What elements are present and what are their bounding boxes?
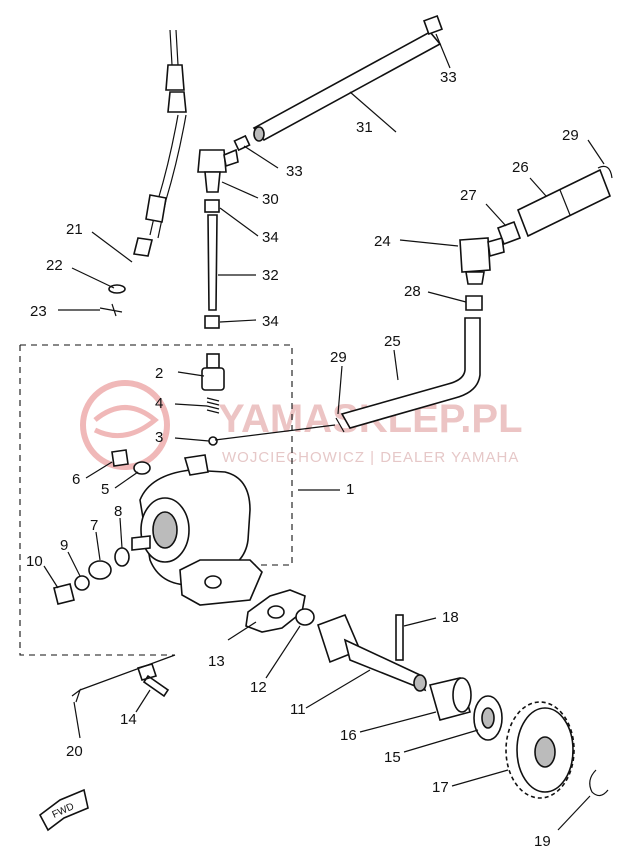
tube-32: [207, 214, 218, 311]
leader-lines: [43, 33, 605, 831]
callout-14: 14: [120, 711, 137, 728]
pin-23: [99, 303, 123, 317]
callout-labels: 1 2 3 4 5 6 7 8 9 10 11 12 13 14 15 16 1…: [26, 69, 579, 850]
hose-26: [516, 168, 612, 238]
circlip-19: [589, 769, 609, 797]
union-24: [459, 236, 505, 285]
callout-29-upper: 29: [562, 127, 579, 144]
callout-23: 23: [30, 303, 47, 320]
callout-15: 15: [384, 749, 401, 766]
washer-9: [74, 575, 90, 591]
callout-4: 4: [155, 395, 163, 412]
gear-17: [505, 701, 575, 799]
callout-10: 10: [26, 553, 43, 570]
callout-30: 30: [262, 191, 279, 208]
callout-26: 26: [512, 159, 529, 176]
callout-7: 7: [90, 517, 98, 534]
spring-4: [206, 397, 220, 414]
watermark-subtitle: WOJCIECHOWICZ | DEALER YAMAHA: [222, 449, 519, 466]
callout-20: 20: [66, 743, 83, 760]
screw-6: [111, 449, 129, 467]
callout-13: 13: [208, 653, 225, 670]
callout-18: 18: [442, 609, 459, 626]
assembly-outline: [19, 344, 293, 656]
callout-34-upper: 34: [262, 229, 279, 246]
ball-3: [208, 436, 218, 446]
callout-33-upper: 33: [440, 69, 457, 86]
callout-22: 22: [46, 257, 63, 274]
callout-33-lower: 33: [286, 163, 303, 180]
callout-6: 6: [72, 471, 80, 488]
callout-9: 9: [60, 537, 68, 554]
callout-11: 11: [290, 701, 306, 718]
callout-2: 2: [155, 365, 163, 382]
nut-10: [53, 583, 75, 605]
callout-19: 19: [534, 833, 551, 850]
clip-29-upper: [597, 165, 613, 179]
oil-pump-cable: [133, 29, 187, 257]
washer-7: [88, 560, 112, 580]
oring-12: [295, 608, 315, 626]
union-30: [197, 148, 239, 193]
hose-25: [340, 317, 481, 429]
callout-25: 25: [384, 333, 401, 350]
callout-16: 16: [340, 727, 357, 744]
clamp-27: [496, 220, 522, 246]
callout-27: 27: [460, 187, 477, 204]
callout-3: 3: [155, 429, 163, 446]
bolt-14: [136, 663, 170, 698]
oil-pipe-31: [252, 15, 443, 142]
oil-pump-body: [131, 454, 263, 606]
callout-5: 5: [101, 481, 109, 498]
pin-18: [395, 614, 404, 661]
callout-1: 1: [346, 481, 354, 498]
drive-shaft-11: [317, 613, 427, 692]
banjo-2: [201, 353, 225, 391]
callout-34-lower: 34: [262, 313, 279, 330]
callout-28: 28: [404, 283, 421, 300]
callout-32: 32: [262, 267, 279, 284]
callout-21: 21: [66, 221, 83, 238]
clamp-28: [465, 295, 483, 311]
clip-29-lower: [335, 417, 345, 433]
oring-8: [114, 547, 130, 567]
callout-8: 8: [114, 503, 122, 520]
callout-29-lower: 29: [330, 349, 347, 366]
washer-5: [133, 461, 151, 475]
watermark-logo-icon: [80, 380, 170, 470]
pin-20: [71, 688, 82, 703]
callout-31: 31: [356, 119, 373, 136]
callout-17: 17: [432, 779, 449, 796]
callout-24: 24: [374, 233, 391, 250]
fwd-arrow-icon: FWD: [38, 788, 89, 832]
clamp-34-lower: [204, 315, 220, 329]
callout-12: 12: [250, 679, 267, 696]
clamp-34-upper: [204, 199, 220, 213]
